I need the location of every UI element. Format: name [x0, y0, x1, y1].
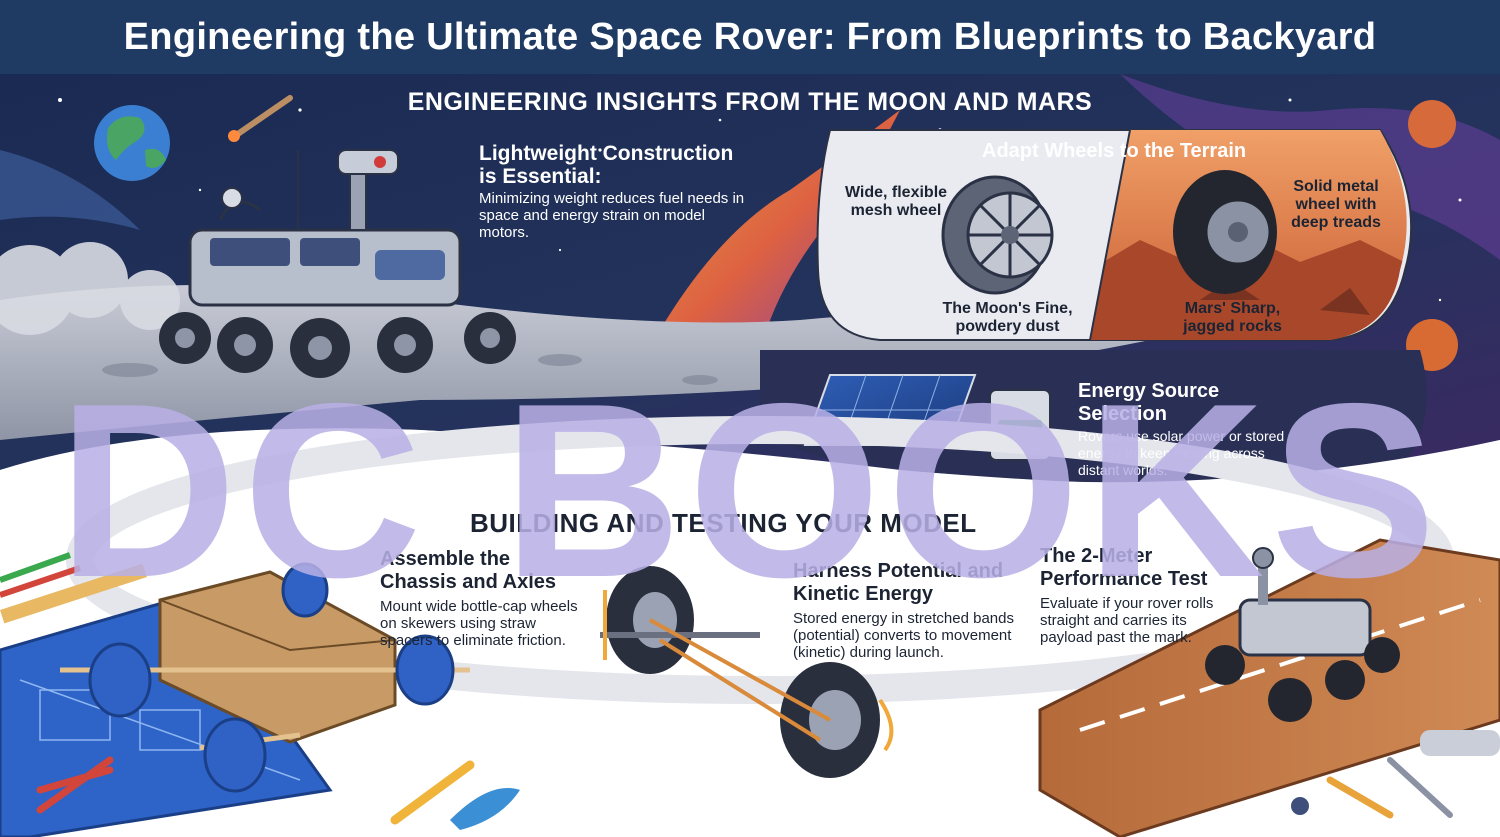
chassis-card: Assemble the Chassis and Axles Mount wid…: [380, 548, 590, 649]
wheels-heading: Adapt Wheels to the Terrain: [982, 140, 1247, 162]
lightweight-card: Lightweight Construction is Essential: M…: [479, 142, 749, 241]
test-card: The 2-Meter Performance Test Evaluate if…: [1040, 545, 1240, 646]
test-body: Evaluate if your rover rolls straight an…: [1040, 595, 1214, 646]
space-rover-icon: [159, 149, 516, 378]
test-track-icon: [1038, 538, 1500, 837]
section-heading-build: BUILDING AND TESTING YOUR MODEL: [470, 508, 977, 538]
harness-card: Harness Potential and Kinetic Energy Sto…: [793, 560, 1023, 661]
pencil-icon: [390, 760, 475, 825]
earth-icon: [94, 105, 170, 181]
nebula-blue: [0, 150, 140, 230]
moon-wheel-label: Wide, flexible mesh wheel: [844, 184, 948, 219]
cardboard-chassis-icon: [60, 562, 470, 793]
tools-icon: [1291, 730, 1500, 819]
lightweight-heading: Lightweight Construction is Essential:: [479, 142, 734, 188]
test-heading: The 2-Meter Performance Test: [1040, 545, 1208, 590]
model-rover-icon: [1205, 547, 1400, 722]
dust-cloud: [0, 242, 180, 335]
mars-wheel-label: Solid metal wheel with deep treads: [1291, 178, 1381, 231]
comet-icon: [228, 95, 293, 142]
terrain-comparison-card: [816, 129, 1413, 341]
watermark-text: DC BOOKS: [57, 351, 1443, 629]
treaded-wheel-icon: [1173, 170, 1277, 294]
ruler-icon: [0, 563, 147, 624]
energy-body: Rovers use solar power or stored energy …: [1078, 428, 1285, 478]
harness-body: Stored energy in stretched bands (potent…: [793, 610, 1014, 661]
energy-heading: Energy Source Selection: [1078, 380, 1220, 425]
mars-planet-icon: [1408, 100, 1456, 148]
chassis-heading: Assemble the Chassis and Axles: [380, 548, 557, 593]
lightweight-body: Minimizing weight reduces fuel needs in …: [479, 190, 745, 241]
mars-terrain-label: Mars' Sharp, jagged rocks: [1183, 300, 1282, 335]
mesh-wheel-icon: [941, 175, 1054, 295]
eraser-icon: [450, 788, 520, 830]
pliers-icon: [36, 756, 114, 814]
moon-terrain-label: The Moon's Fine, powdery dust: [942, 300, 1073, 335]
colored-pencils-icon: [0, 552, 81, 598]
energy-card: Energy Source Selection Rovers use solar…: [1078, 380, 1308, 479]
page-title: Engineering the Ultimate Space Rover: Fr…: [123, 15, 1377, 58]
rubber-band-launcher-icon: [600, 566, 894, 778]
title-bar: Engineering the Ultimate Space Rover: Fr…: [0, 0, 1500, 74]
section-heading-space: ENGINEERING INSIGHTS FROM THE MOON AND M…: [407, 88, 1093, 116]
moon-craters: [102, 354, 718, 385]
harness-heading: Harness Potential and Kinetic Energy: [793, 560, 1004, 605]
chassis-body: Mount wide bottle-cap wheels on skewers …: [380, 598, 578, 649]
